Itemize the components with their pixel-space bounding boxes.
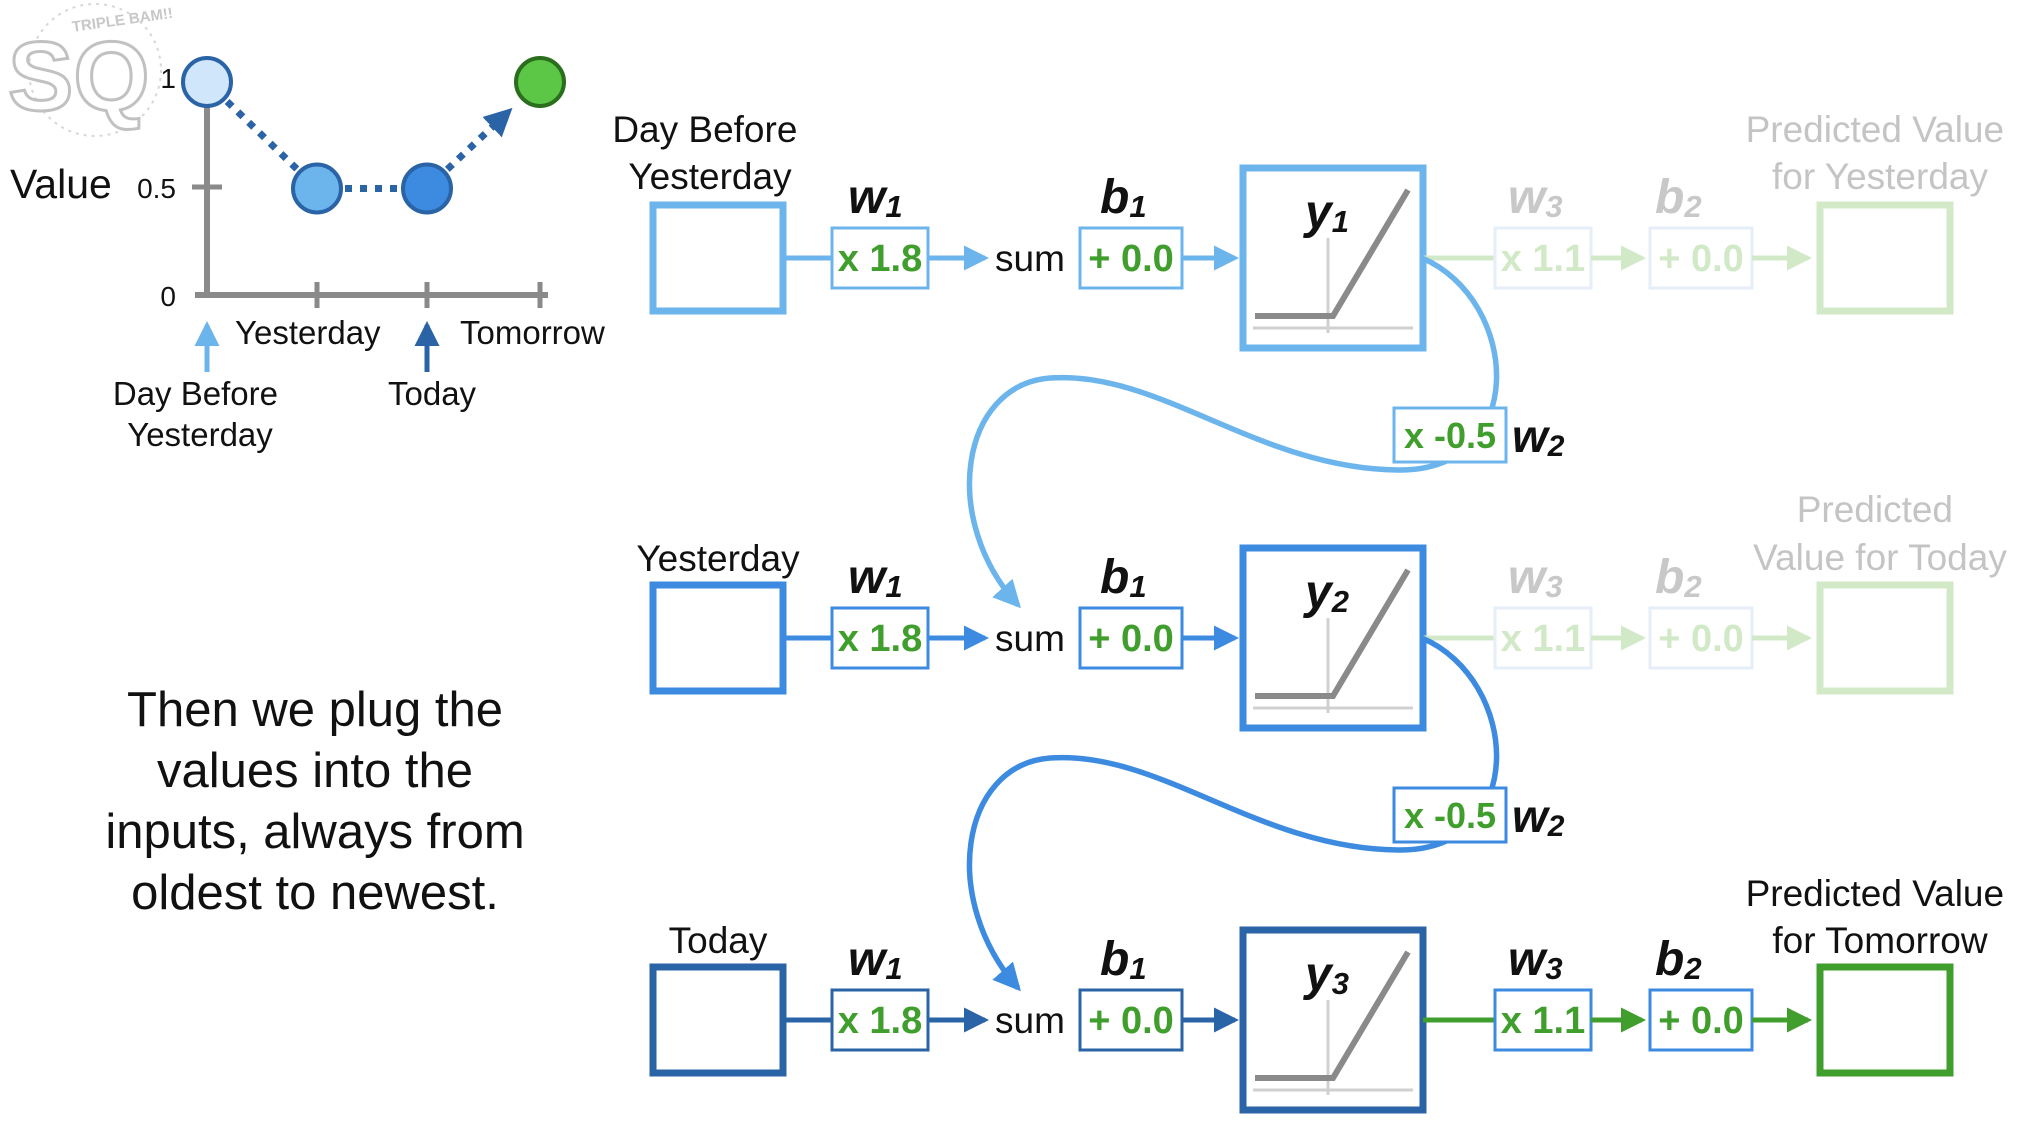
w1-label: w1 [848, 933, 903, 986]
input-label-today: Today [669, 920, 768, 961]
statquest-logo: SQ TRIPLE BAM!! [7, 3, 174, 137]
b1-box [1078, 606, 1184, 670]
w2-value-row1: x -0.5 [1404, 415, 1496, 456]
x-label-today: Today [388, 375, 477, 412]
row-1: x 1.8 w1 sum + 0.0 b1 y1 x 1.1 w3 + 0.0 b2 [649, 164, 1954, 352]
b2-label: b2 [1655, 551, 1702, 604]
feedback-curve-1-to-2 [966, 255, 1500, 609]
row-2: x 1.8 w1 sum + 0.0 b1 y2 x 1.1 w3 + 0.0 b2 [649, 544, 1954, 732]
output-box [1816, 581, 1954, 695]
chart-series-lines [224, 98, 513, 192]
b1-label: b1 [1100, 171, 1147, 224]
unrolled-network: x 1.8 w1 sum + 0.0 b1 y1 x 1.1 w3 + 0.0 b2 x 1.8 w1… [649, 164, 1954, 1114]
relu-curve [1255, 188, 1411, 319]
w3-label: w3 [1508, 171, 1563, 224]
time-series-chart: 1 0.5 0 Value Yesterday Tomorrow Today D… [10, 56, 605, 453]
b2-box [1648, 988, 1754, 1052]
logo-letters: SQ [8, 21, 150, 131]
b1-value: + 0.0 [1088, 1000, 1174, 1042]
w2-label-row2: w2 [1512, 790, 1565, 843]
sum-label: sum [995, 618, 1065, 659]
point-today [401, 162, 453, 215]
sum-label: sum [995, 238, 1065, 279]
w2-weight-row2: x -0.5 w2 [1392, 786, 1565, 844]
b2-value: + 0.0 [1658, 618, 1744, 660]
y-axis-label: Value [10, 161, 112, 207]
input-label-day-before-yesterday: Day Before Yesterday [612, 109, 807, 197]
y-tick-label-0-5: 0.5 [137, 173, 176, 204]
relu-curve [1255, 950, 1411, 1081]
input-box [649, 581, 787, 695]
point-yesterday [291, 162, 343, 215]
input-box [649, 963, 787, 1077]
w1-label: w1 [848, 171, 903, 224]
w1-box [830, 226, 930, 290]
x-label-tomorrow: Tomorrow [460, 314, 605, 351]
chart-segment-0 [224, 98, 300, 172]
chart-series-points [181, 56, 566, 215]
w3-box [1493, 606, 1593, 670]
sum-label: sum [995, 1000, 1065, 1041]
row-3: x 1.8 w1 sum + 0.0 b1 y3 x 1.1 w3 + 0.0 b2 [649, 926, 1954, 1114]
b2-label: b2 [1655, 171, 1702, 224]
caption-line-2: values into the [157, 744, 473, 798]
b2-value: + 0.0 [1658, 238, 1744, 280]
w3-label: w3 [1508, 551, 1563, 604]
point-tomorrow [514, 56, 566, 108]
y-tick-label-0: 0 [160, 281, 176, 312]
w1-value: x 1.8 [838, 618, 923, 660]
caption-text: Then we plug the values into the inputs,… [70, 680, 560, 924]
w1-label: w1 [848, 551, 903, 604]
w3-box [1493, 988, 1593, 1052]
relu-activation-box [1239, 164, 1427, 352]
output-box [1816, 963, 1954, 1077]
w2-label-row1: w2 [1512, 410, 1565, 463]
w3-value: x 1.1 [1501, 1000, 1586, 1042]
output-box [1816, 201, 1954, 315]
w3-value: x 1.1 [1501, 618, 1586, 660]
point-day-before-yesterday [181, 56, 233, 108]
w3-value: x 1.1 [1501, 238, 1586, 280]
x-label-yesterday: Yesterday [235, 314, 381, 351]
caption-line-1: Then we plug the [127, 683, 503, 737]
x-label-day-before-yesterday: Day Before Yesterday [113, 375, 287, 453]
w3-box [1493, 226, 1593, 290]
caption-line-4: oldest to newest. [131, 866, 499, 920]
relu-activation-box [1239, 926, 1427, 1114]
output-label-tomorrow: Predicted Value for Tomorrow [1746, 873, 2015, 961]
y-tick-label-1: 1 [160, 63, 176, 94]
b2-box [1648, 606, 1754, 670]
b2-value: + 0.0 [1658, 1000, 1744, 1042]
w1-value: x 1.8 [838, 1000, 923, 1042]
b1-value: + 0.0 [1088, 618, 1174, 660]
w2-weight-row1: x -0.5 w2 [1392, 406, 1565, 464]
y-label: y3 [1303, 948, 1349, 1001]
w1-value: x 1.8 [838, 238, 923, 280]
input-box [649, 201, 787, 315]
b2-label: b2 [1655, 933, 1702, 986]
chart-segment-2 [444, 107, 513, 172]
y-label: y2 [1303, 566, 1349, 619]
w2-value-row2: x -0.5 [1404, 795, 1496, 836]
input-label-yesterday: Yesterday [636, 538, 800, 579]
w3-label: w3 [1508, 933, 1563, 986]
b1-label: b1 [1100, 551, 1147, 604]
b1-box [1078, 226, 1184, 290]
y-label: y1 [1303, 186, 1349, 239]
output-label-yesterday: Predicted Value for Yesterday [1746, 109, 2015, 197]
b1-label: b1 [1100, 933, 1147, 986]
relu-curve [1255, 568, 1411, 699]
output-label-today: Predicted Value for Today [1753, 489, 2007, 578]
caption-line-3: inputs, always from [105, 805, 525, 859]
feedback-curve-2-to-3 [966, 635, 1500, 992]
relu-activation-box [1239, 544, 1427, 732]
b1-value: + 0.0 [1088, 238, 1174, 280]
